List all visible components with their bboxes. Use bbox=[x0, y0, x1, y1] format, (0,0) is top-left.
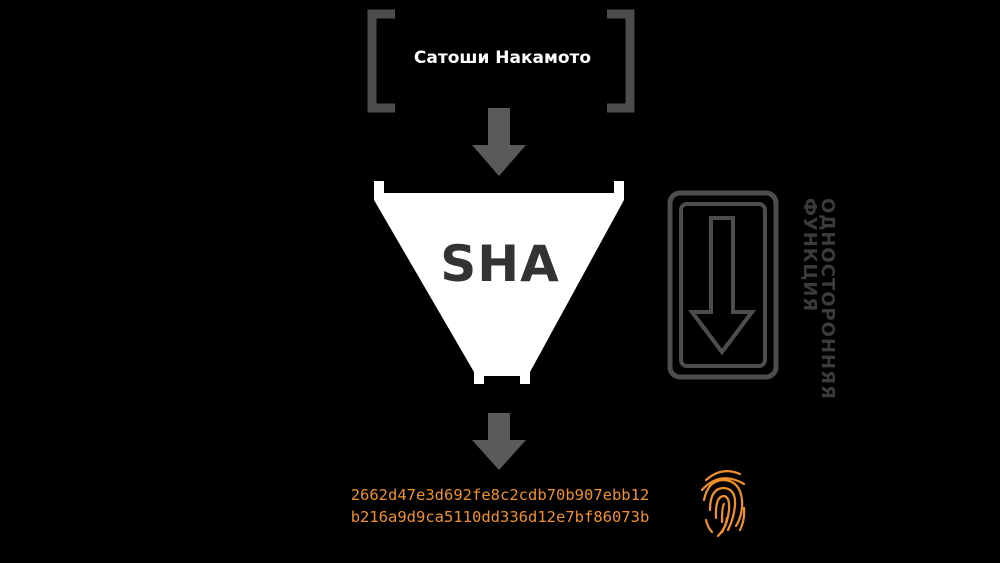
side-label-line-2: ФУНКЦИЯ bbox=[799, 198, 820, 313]
sha-funnel bbox=[374, 181, 624, 384]
fingerprint-icon bbox=[700, 469, 746, 538]
hash-output: 2662d47e3d692fe8c2cdb70b907ebb12 b216a9d… bbox=[330, 484, 670, 528]
input-text: Сатоши Накамото bbox=[413, 48, 592, 68]
arrow-down-icon bbox=[688, 216, 756, 356]
one-way-box-inner bbox=[679, 202, 767, 368]
hash-line-2: b216a9d9ca5110dd336d12e7bf86073b bbox=[350, 508, 650, 526]
side-label-line-1: ОДНОСТОРОННЯЯ bbox=[817, 198, 838, 400]
one-way-function-label: ОДНОСТОРОННЯЯ ФУНКЦИЯ bbox=[799, 198, 838, 400]
left-bracket bbox=[367, 9, 395, 113]
one-way-box-outer bbox=[667, 190, 779, 380]
output-arrow-icon bbox=[472, 413, 526, 470]
right-bracket bbox=[607, 9, 635, 113]
sha-label: SHA bbox=[440, 235, 560, 293]
input-arrow-icon bbox=[472, 108, 526, 176]
hash-line-1: 2662d47e3d692fe8c2cdb70b907ebb12 bbox=[350, 486, 650, 504]
